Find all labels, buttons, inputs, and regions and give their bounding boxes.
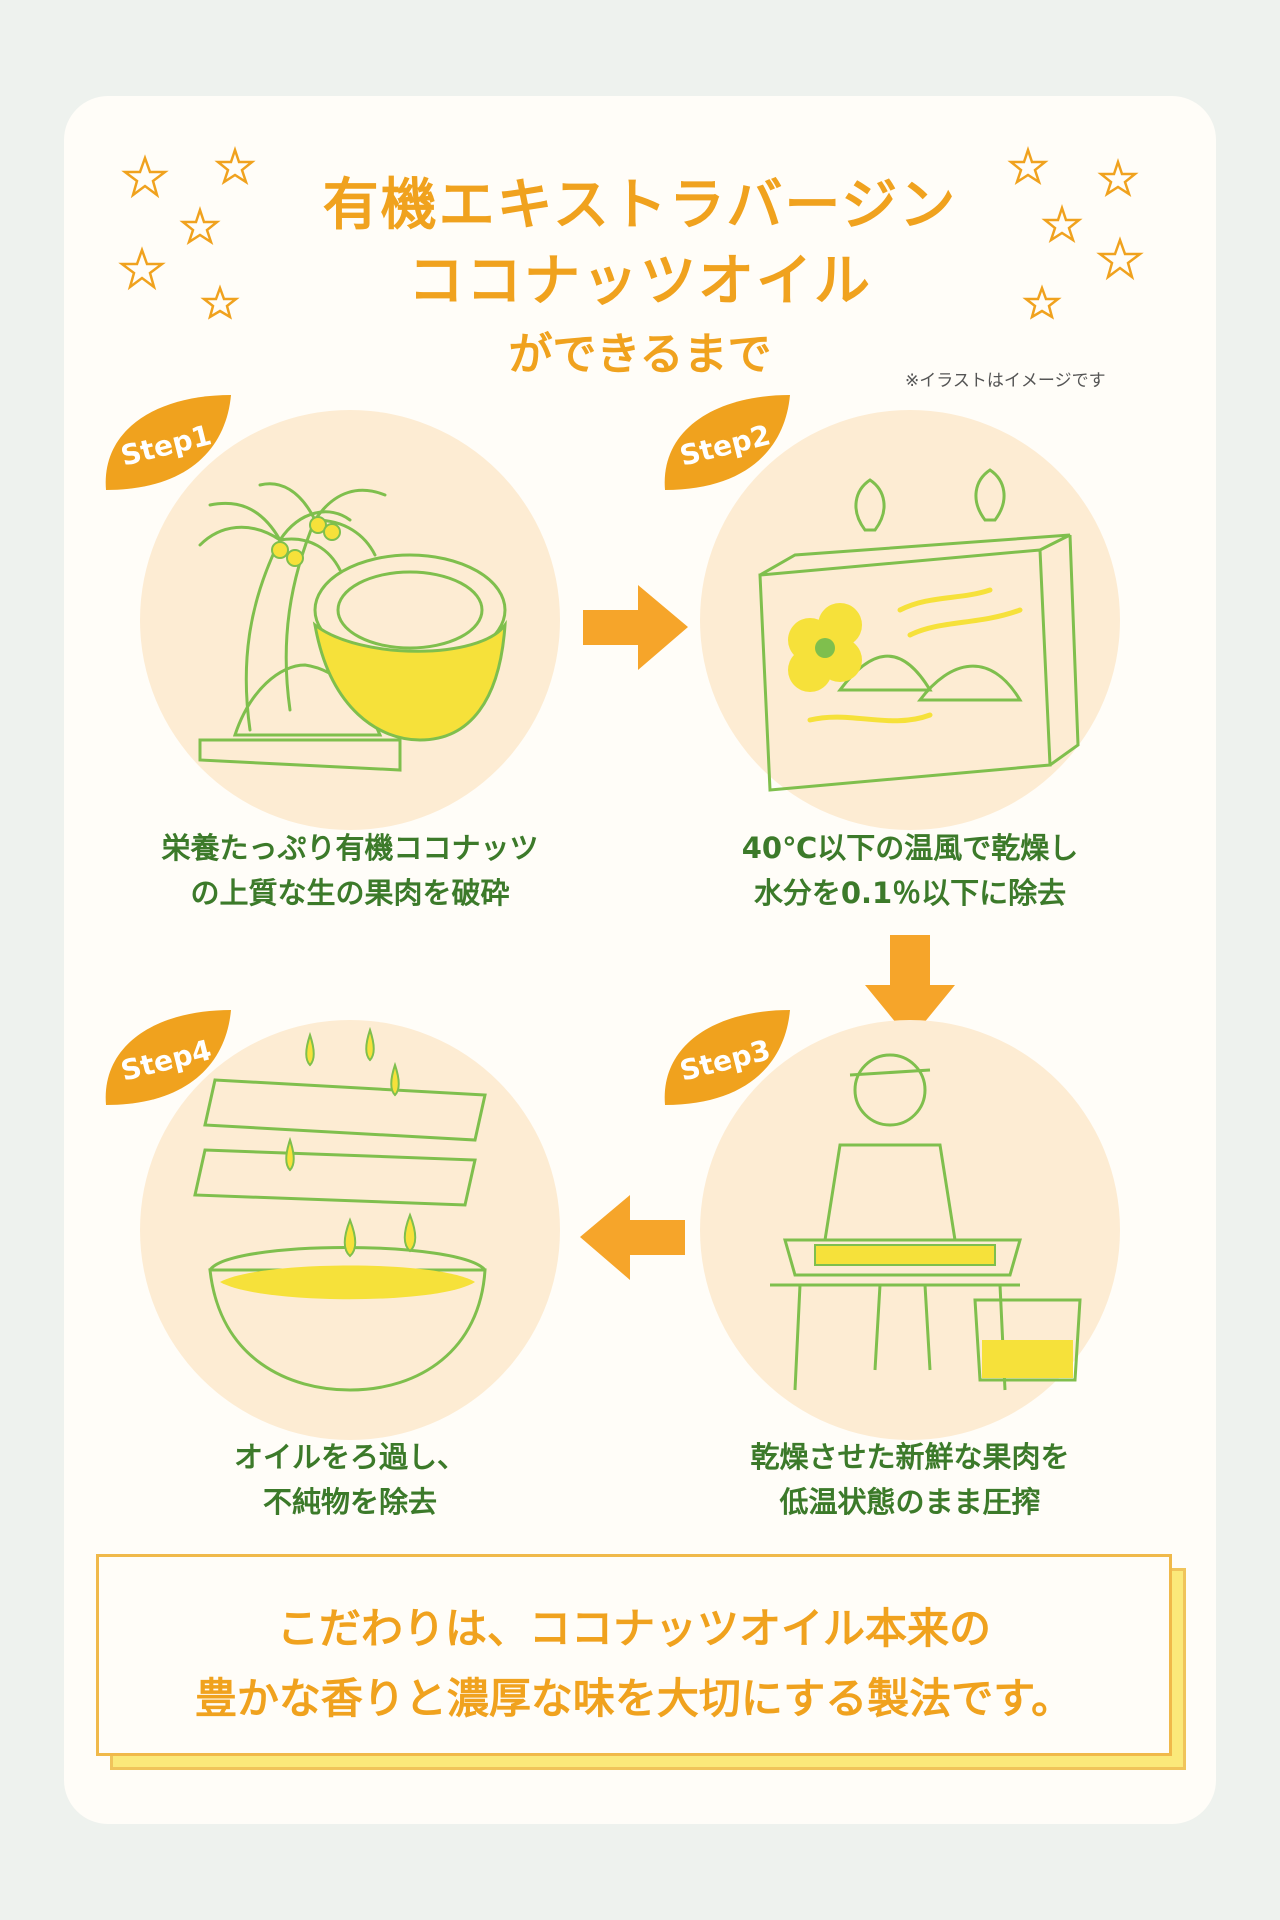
banner-line1: こだわりは、ココナッツオイル本来の xyxy=(276,1604,991,1653)
arrow-right-icon xyxy=(583,585,688,670)
step2-caption: 40℃以下の温風で乾燥し 水分を0.1％以下に除去 xyxy=(741,831,1079,910)
step2-badge: Step2 xyxy=(655,390,795,500)
dryer-icon xyxy=(758,468,1080,792)
arrow-down-icon xyxy=(865,935,955,1040)
star-icon xyxy=(200,284,240,320)
step4-illustration xyxy=(140,1020,560,1440)
page-title-line1: 有機エキストラバージン xyxy=(322,173,958,238)
star-icon xyxy=(1096,236,1144,281)
step1-caption: 栄養たっぷり有機ココナッツ の上質な生の果肉を破砕 xyxy=(161,831,539,910)
star-icon xyxy=(1007,146,1049,185)
step1-badge: Step1 xyxy=(96,390,236,500)
star-icon xyxy=(1041,204,1083,243)
star-icon xyxy=(214,146,256,185)
stars-left-decoration xyxy=(118,146,256,320)
step1-illustration xyxy=(140,410,560,830)
star-icon xyxy=(1097,158,1139,197)
press-worker-icon xyxy=(770,1053,1082,1391)
step3-caption: 乾燥させた新鮮な果肉を 低温状態のまま圧搾 xyxy=(750,1440,1070,1519)
illustration-note: ※イラストはイメージです xyxy=(905,371,1106,391)
page-title-line2: ココナッツオイル xyxy=(408,249,872,314)
oil-bowl-icon xyxy=(193,1026,487,1392)
star-icon xyxy=(179,206,221,245)
step2-illustration xyxy=(700,410,1120,830)
banner-line2: 豊かな香りと濃厚な味を大切にする製法です。 xyxy=(194,1674,1074,1723)
coconut-tree-icon xyxy=(198,482,507,772)
step3-badge: Step3 xyxy=(655,1005,795,1115)
commitment-banner: こだわりは、ココナッツオイル本来の 豊かな香りと濃厚な味を大切にする製法です。 xyxy=(96,1554,1172,1756)
star-icon xyxy=(1022,284,1062,320)
page-title-line3: ができるまで xyxy=(508,329,772,380)
card-background xyxy=(64,96,1216,1824)
star-icon xyxy=(118,246,166,291)
step4-badge: Step4 xyxy=(96,1005,236,1115)
step3-illustration xyxy=(700,1020,1120,1440)
stars-right-decoration xyxy=(1007,146,1144,320)
star-icon xyxy=(121,154,169,199)
step4-caption: オイルをろ過し、 不純物を除去 xyxy=(233,1440,466,1519)
arrow-left-icon xyxy=(580,1195,685,1280)
